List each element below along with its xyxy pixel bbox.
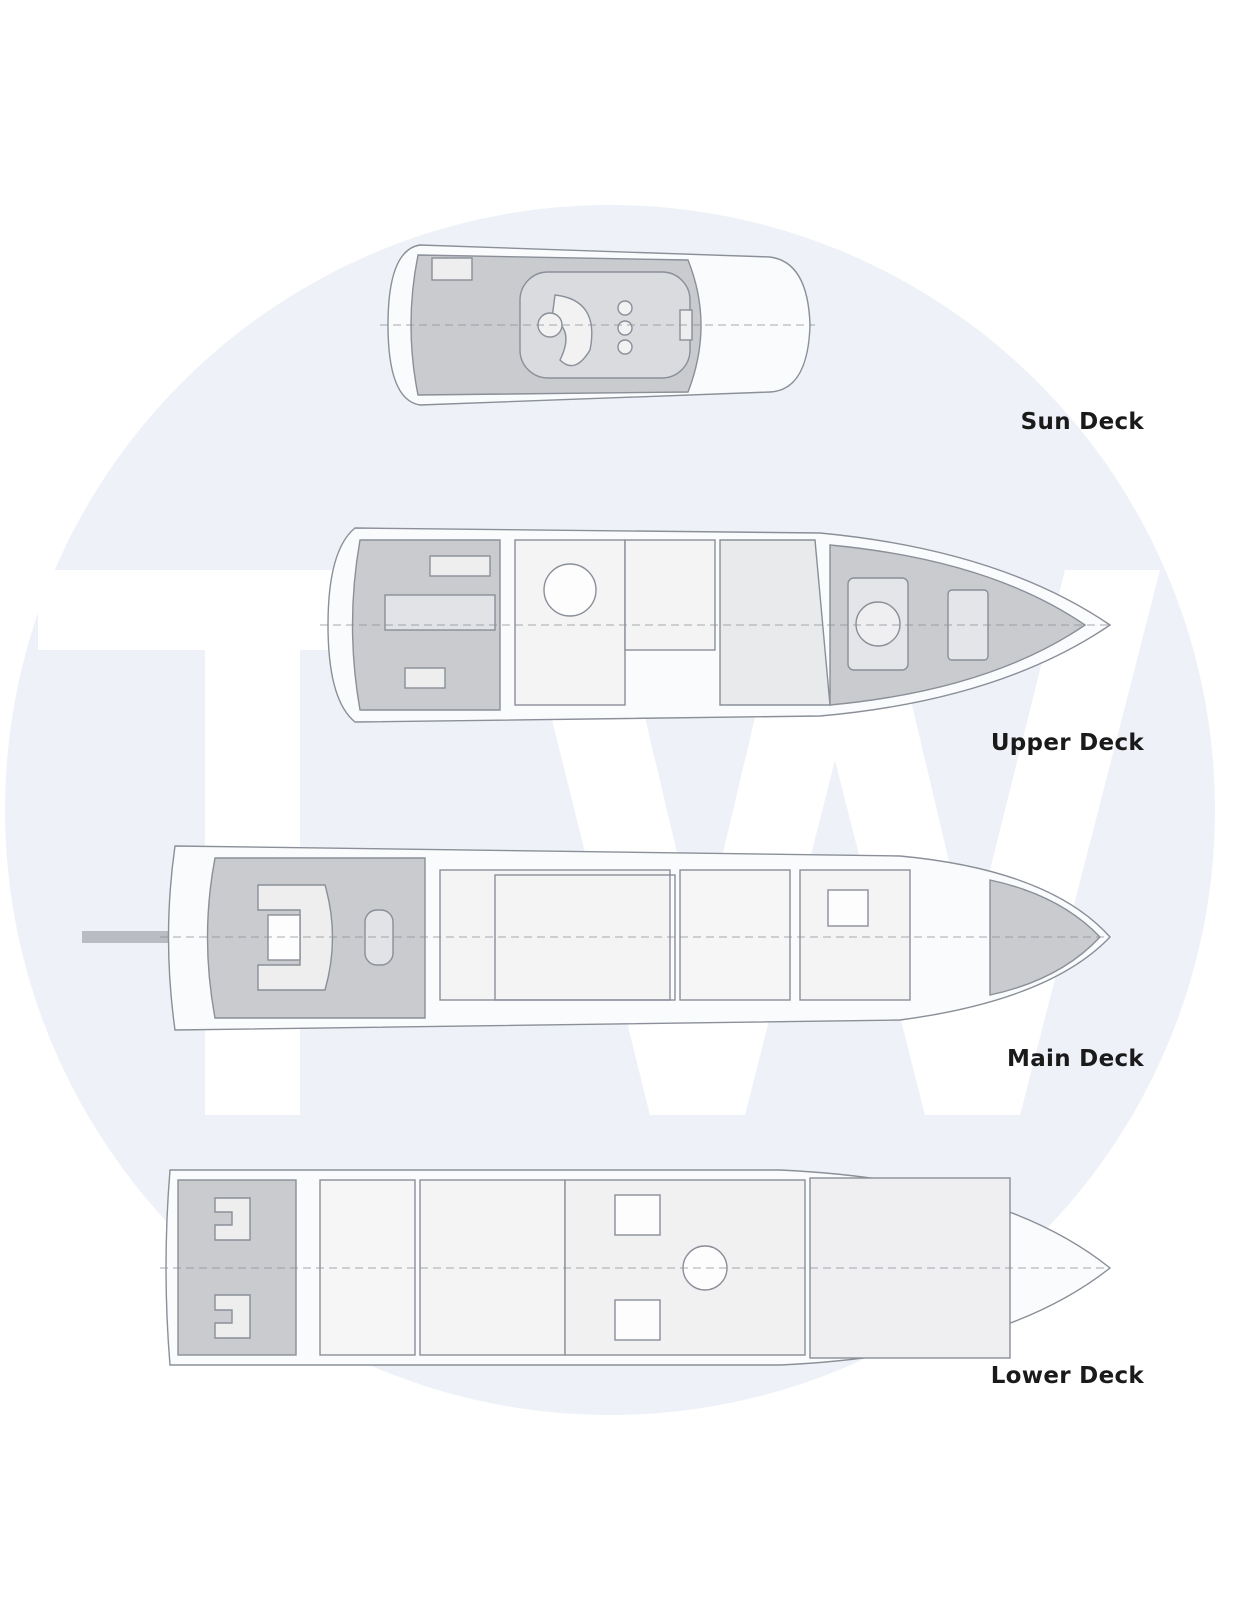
main-deck-jacuzzi — [257, 884, 334, 991]
upper-deck-round-table — [543, 563, 597, 617]
lower-deck-cabin-bed-port — [614, 1194, 661, 1236]
lower-deck-sofa-stbd — [214, 1294, 251, 1339]
sun-deck-stool-1 — [617, 300, 633, 316]
lower-deck-guest-cabins-aft — [419, 1179, 566, 1356]
upper-deck-sunpad — [947, 589, 989, 661]
main-deck-master-suite — [799, 869, 911, 1001]
sun-deck-stool-2 — [617, 320, 633, 336]
sun-deck-sofa — [551, 294, 593, 367]
main-deck-master-bed — [827, 889, 869, 927]
lower-deck-label: Lower Deck — [990, 1363, 1144, 1389]
main-deck-label: Main Deck — [1007, 1046, 1144, 1072]
lower-deck-sofa-port — [214, 1197, 251, 1241]
sun-deck-stairs — [431, 257, 473, 281]
lower-deck-tender-garage — [319, 1179, 416, 1356]
upper-deck-stairs-stbd — [404, 667, 446, 689]
upper-deck-wheelhouse — [719, 539, 831, 706]
sun-deck-plan — [380, 244, 815, 406]
upper-deck-stairs-port — [429, 555, 491, 577]
lower-deck-plan — [160, 1169, 1112, 1366]
upper-deck-lounge — [624, 539, 716, 651]
upper-deck-helipad-circle — [855, 601, 901, 647]
main-deck-salon-core — [494, 874, 676, 1001]
watermark-letter-t — [38, 570, 470, 1115]
sun-deck-stool-3 — [617, 339, 633, 355]
lower-deck-cabin-bed-stbd — [614, 1299, 661, 1341]
upper-deck-label: Upper Deck — [990, 730, 1144, 756]
main-deck-aft-table — [364, 909, 394, 966]
sun-deck-label: Sun Deck — [1020, 409, 1144, 435]
main-deck-galley — [679, 869, 791, 1001]
main-deck-plan — [82, 845, 1111, 1031]
main-deck-jacuzzi-pad — [267, 914, 301, 961]
upper-deck-dining-table — [384, 594, 496, 631]
upper-deck-plan — [320, 527, 1112, 723]
main-deck-salon — [439, 869, 671, 1001]
